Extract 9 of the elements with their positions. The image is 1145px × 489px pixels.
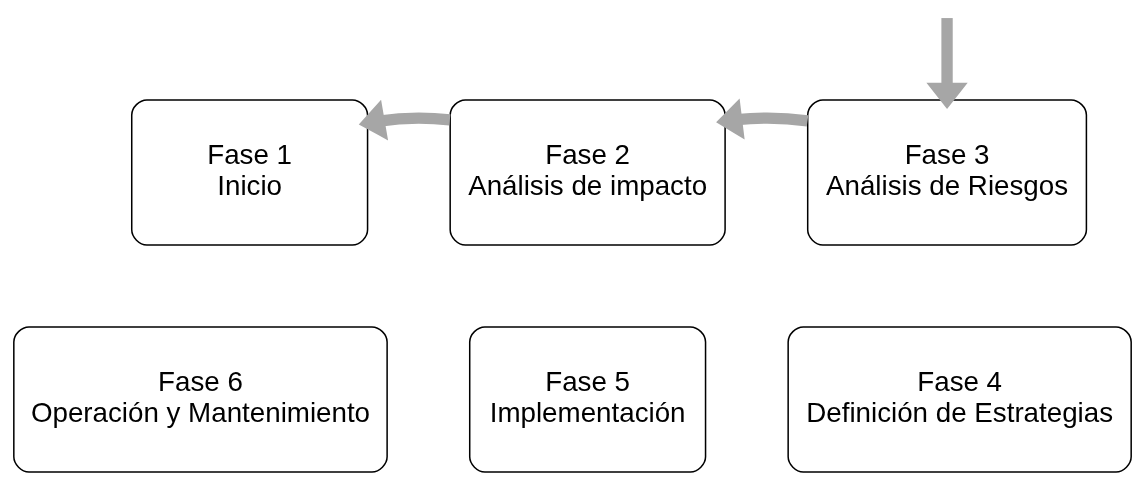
node-box: Fase 6 Operación y Mantenimiento <box>13 326 388 473</box>
arrow <box>926 18 968 110</box>
arrow <box>716 98 809 140</box>
arrow <box>358 99 451 141</box>
node-box: Fase 1 Inicio <box>131 99 369 246</box>
node-box: Fase 3 Análisis de Riesgos <box>806 99 1088 246</box>
node-box: Fase 4 Definición de Estrategias <box>787 326 1132 473</box>
node-box: Fase 2 Análisis de impacto <box>449 99 726 246</box>
node-box: Fase 5 Implementación <box>468 326 707 473</box>
